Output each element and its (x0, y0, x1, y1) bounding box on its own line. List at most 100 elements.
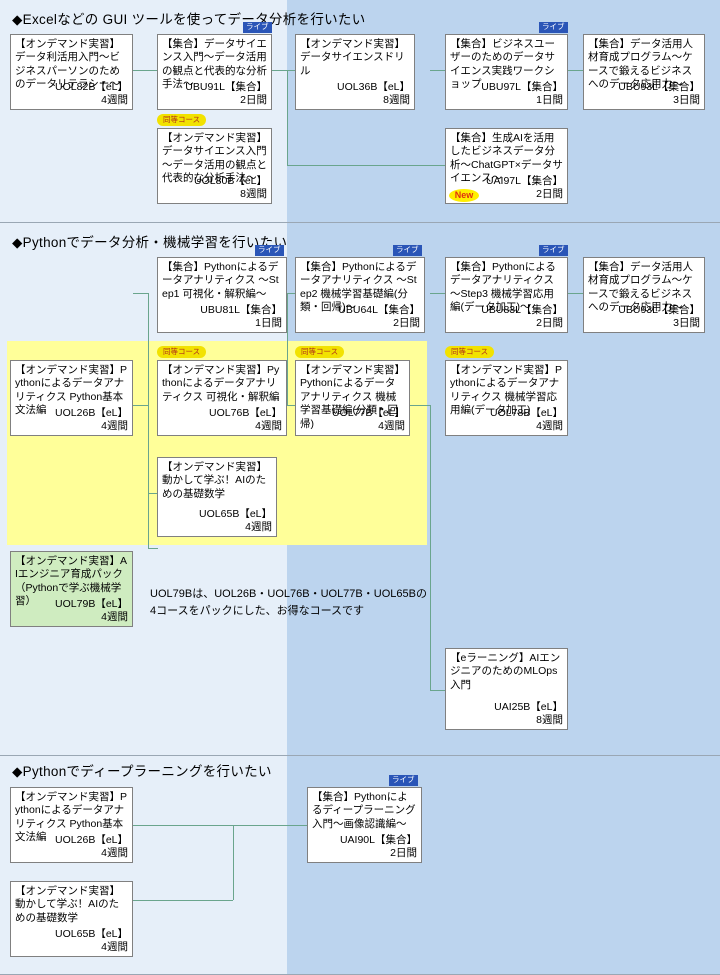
course-title: 【集合】ビジネスユーザーのためのデータサイエンス実践ワークショップ (450, 38, 555, 91)
new-badge: New (449, 189, 479, 202)
course-box-UAI97L[interactable]: 【集合】生成AIを活用したビジネスデータ分析～ChatGPT×データサイエンス～… (445, 128, 568, 204)
connector (287, 293, 288, 405)
course-title: 【オンデマンド実習】動かして学ぶ！AIのための基礎数学 (15, 885, 120, 924)
live-badge: ライブ (389, 775, 418, 786)
course-duration: 4週間 (101, 846, 128, 859)
course-box-UOL79B[interactable]: 【オンデマンド実習】AIエンジニア育成パック（Pythonで学ぶ機械学習） UO… (10, 551, 133, 627)
course-duration: 4週間 (255, 419, 282, 432)
section-heading-excel: ◆Excelなどの GUI ツールを使ってデータ分析を行いたい (12, 12, 366, 27)
course-code: UBU91L【集合】 (185, 80, 267, 93)
course-box-UOL26B-2[interactable]: 【オンデマンド実習】Pythonによるデータアナリティクス Python基本文法… (10, 787, 133, 863)
connector (148, 548, 158, 549)
equivalent-badge: 同等コース (295, 346, 345, 358)
course-duration: 3日間 (673, 316, 700, 329)
course-title: 【集合】データサイエンス入門～データ活用の観点と代表的な分析手法～ (162, 38, 267, 91)
course-code: UBU97L【集合】 (481, 80, 563, 93)
connector (287, 165, 445, 166)
course-duration: 2日間 (390, 846, 417, 859)
course-box-UOL65B-2[interactable]: 【オンデマンド実習】動かして学ぶ！AIのための基礎数学 UOL65B【eL】 4… (10, 881, 133, 957)
course-title: 【集合】データ活用人材育成プログラム～ケースで鍛えるビジネスへのデータ応用力～ (588, 38, 693, 91)
course-title: 【オンデマンド実習】Pythonによるデータアナリティクス Python基本文法… (15, 364, 128, 417)
connector (133, 70, 157, 71)
course-box-UOL76B[interactable]: 【オンデマンド実習】Pythonによるデータアナリティクス 可視化・解釈編 UO… (157, 360, 287, 436)
course-code: UOL82B【eL】 (55, 80, 128, 93)
course-box-UOL82B[interactable]: 【オンデマンド実習】データ利活用入門～ビジネスパーソンのためのデータリテラシー～… (10, 34, 133, 110)
course-code: UOL65B【eL】 (199, 507, 272, 520)
course-title: 【オンデマンド実習】データサイエンスドリル (300, 38, 405, 77)
course-title: 【集合】Pythonによるデータアナリティクス ～Step3 機械学習応用編(デ… (450, 261, 556, 314)
course-duration: 2日間 (240, 93, 267, 106)
course-duration: 3日間 (673, 93, 700, 106)
live-badge: ライブ (393, 245, 422, 256)
course-box-UOL77B[interactable]: 【オンデマンド実習】Pythonによるデータアナリティクス 機械学習基礎編(分類… (295, 360, 410, 436)
connector (430, 690, 445, 691)
connector (148, 293, 149, 548)
course-code: UOL65B【eL】 (55, 927, 128, 940)
equivalent-badge: 同等コース (157, 346, 207, 358)
live-badge: ライブ (243, 22, 272, 33)
equivalent-badge: 同等コース (157, 114, 207, 126)
course-duration: 1日間 (536, 93, 563, 106)
connector (430, 405, 431, 690)
course-duration: 4週間 (378, 419, 405, 432)
course-box-UOL36B[interactable]: 【オンデマンド実習】データサイエンスドリル UOL36B【eL】 8週間 (295, 34, 415, 110)
course-duration: 4週間 (536, 419, 563, 432)
connector (568, 293, 583, 294)
equivalent-badge: 同等コース (445, 346, 495, 358)
course-duration: 8週間 (536, 713, 563, 726)
connector (233, 825, 234, 900)
live-badge: ライブ (539, 22, 568, 33)
course-box-UOL78B[interactable]: 【オンデマンド実習】Pythonによるデータアナリティクス 機械学習応用編(デー… (445, 360, 568, 436)
connector (133, 900, 233, 901)
course-box-UBU64L[interactable]: 【集合】Pythonによるデータアナリティクス ～Step2 機械学習基礎編(分… (295, 257, 425, 333)
course-duration: 8週間 (240, 187, 267, 200)
course-code: UAI25B【eL】 (494, 700, 563, 713)
section-heading-python-dl: ◆Pythonでディープラーニングを行いたい (12, 764, 272, 779)
course-box-UOL65B-1[interactable]: 【オンデマンド実習】動かして学ぶ！AIのための基礎数学 UOL65B【eL】 4… (157, 457, 277, 537)
live-badge: ライブ (539, 245, 568, 256)
course-title: 【オンデマンド実習】データサイエンス入門～データ活用の観点と代表的な分析手法～ (162, 132, 267, 185)
course-title: 【集合】Pythonによるディープラーニング入門～画像認識編～ (312, 791, 416, 830)
course-title: 【オンデマンド実習】Pythonによるデータアナリティクス Python基本文法… (15, 791, 128, 844)
course-box-UAI90L[interactable]: 【集合】Pythonによるディープラーニング入門～画像認識編～ UAI90L【集… (307, 787, 422, 863)
course-box-UBU91L[interactable]: 【集合】データサイエンス入門～データ活用の観点と代表的な分析手法～ UBU91L… (157, 34, 272, 110)
section-divider-2 (0, 755, 720, 756)
course-title: 【集合】生成AIを活用したビジネスデータ分析～ChatGPT×データサイエンス～ (450, 132, 563, 185)
course-code: UBU83L【集合】 (481, 303, 563, 316)
course-title: 【オンデマンド実習】動かして学ぶ！AIのための基礎数学 (162, 461, 267, 500)
connector (568, 70, 583, 71)
connector (287, 70, 288, 165)
pack-course-note: UOL79Bは、UOL26B・UOL76B・UOL77B・UOL65Bの 4コー… (150, 588, 427, 617)
course-code: UBU93L【集合】 (618, 303, 700, 316)
course-box-UBU93L-2[interactable]: 【集合】データ活用人材育成プログラム～ケースで鍛えるビジネスへのデータ応用力～ … (583, 257, 705, 333)
course-title: 【集合】データ活用人材育成プログラム～ケースで鍛えるビジネスへのデータ応用力～ (588, 261, 693, 314)
course-duration: 4週間 (101, 419, 128, 432)
course-box-UBU81L[interactable]: 【集合】Pythonによるデータアナリティクス ～Step1 可視化・解釈編～ … (157, 257, 287, 333)
course-box-UBU83L[interactable]: 【集合】Pythonによるデータアナリティクス ～Step3 機械学習応用編(デ… (445, 257, 568, 333)
course-title: 【オンデマンド実習】Pythonによるデータアナリティクス 機械学習応用編(デー… (450, 364, 563, 417)
course-duration: 4週間 (101, 940, 128, 953)
course-code: UOL77B【eL】 (332, 406, 405, 419)
connector (272, 70, 287, 71)
course-box-UAI25B[interactable]: 【eラーニング】AIエンジニアのためのMLOps入門 UAI25B【eL】 8週… (445, 648, 568, 730)
course-box-UOL26B-1[interactable]: 【オンデマンド実習】Pythonによるデータアナリティクス Python基本文法… (10, 360, 133, 436)
course-duration: 4週間 (245, 520, 272, 533)
course-code: UOL79B【eL】 (55, 597, 128, 610)
course-code: UOL26B【eL】 (55, 406, 128, 419)
course-duration: 2日間 (536, 316, 563, 329)
course-box-UBU93L-1[interactable]: 【集合】データ活用人材育成プログラム～ケースで鍛えるビジネスへのデータ応用力～ … (583, 34, 705, 110)
course-code: UOL78B【eL】 (490, 406, 563, 419)
connector (430, 70, 445, 71)
course-box-UBU97L[interactable]: 【集合】ビジネスユーザーのためのデータサイエンス実践ワークショップ UBU97L… (445, 34, 568, 110)
live-badge: ライブ (255, 245, 284, 256)
course-code: UBU93L【集合】 (618, 80, 700, 93)
course-title: 【オンデマンド実習】データ利活用入門～ビジネスパーソンのためのデータリテラシー～ (15, 38, 120, 91)
course-title: 【集合】Pythonによるデータアナリティクス ～Step2 機械学習基礎編(分… (300, 261, 417, 314)
course-title: 【オンデマンド実習】Pythonによるデータアナリティクス 可視化・解釈編 (162, 364, 280, 403)
connector (148, 493, 158, 494)
course-box-UOL80B[interactable]: 【オンデマンド実習】データサイエンス入門～データ活用の観点と代表的な分析手法～ … (157, 128, 272, 204)
course-duration: 4週間 (101, 610, 128, 623)
course-duration: 2日間 (393, 316, 420, 329)
course-code: UOL80B【eL】 (194, 174, 267, 187)
